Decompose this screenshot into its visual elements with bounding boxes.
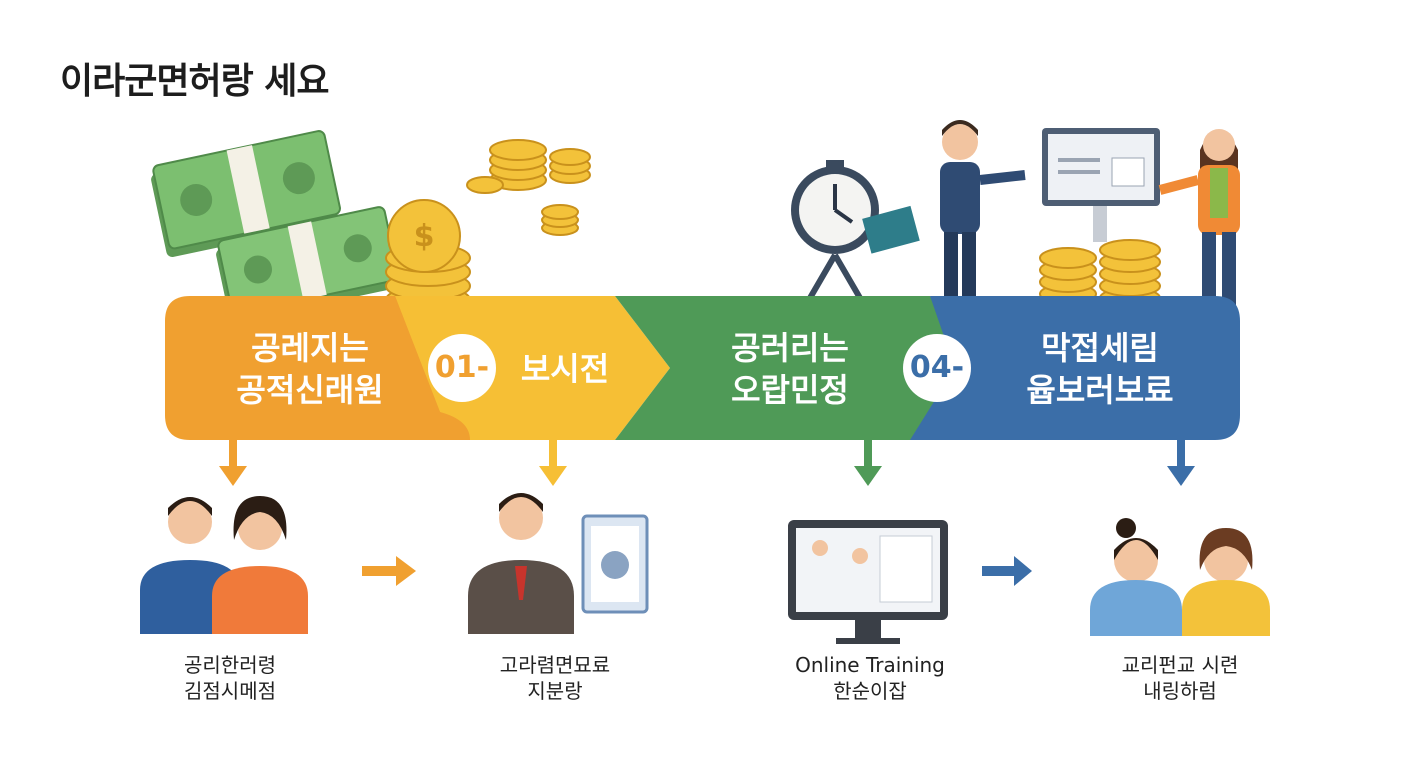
two-women-icon	[1090, 518, 1270, 636]
presenter-woman-icon	[1158, 129, 1240, 312]
stage-3-line1: 공러리는	[731, 329, 849, 367]
badge-04-label: 04-	[909, 350, 965, 385]
presenter-man-icon	[940, 120, 1026, 312]
stopwatch-icon	[791, 160, 920, 300]
outcome-2-line1: 고라렴면묘료	[499, 653, 611, 677]
stage-2-label: 보시전	[520, 350, 610, 388]
outcome-1-line2: 김점시메점	[184, 679, 276, 703]
outcome-3-line1: Online Training	[795, 653, 945, 677]
presentation-board-icon	[1042, 128, 1160, 242]
outcome-3-caption: Online Training 한순이잡	[760, 652, 980, 704]
coin-stack-icon	[1039, 239, 1161, 309]
presenter-clipboard-icon	[468, 493, 649, 634]
monitor-video-icon	[788, 520, 948, 644]
stage-3-line2: 오랍민정	[731, 371, 849, 409]
outcome-1-caption: 공리한러령 김점시메점	[130, 652, 330, 704]
stage-4-line2: 윱보러보료	[1026, 371, 1174, 409]
stage-3-segment	[615, 296, 975, 440]
stage-1-label: 공레지는 공적신래원	[195, 327, 425, 411]
outcome-2-caption: 고라렴면묘료 지분랑	[455, 652, 655, 704]
outcome-2-line2: 지분랑	[527, 679, 583, 703]
outcome-4-line2: 내링하럼	[1143, 679, 1217, 703]
money-stack-icon	[151, 130, 400, 323]
outcome-3-line2: 한순이잡	[833, 679, 907, 703]
right-arrow-icon	[362, 556, 1032, 586]
team-people-icon	[140, 496, 308, 634]
page-title: 이라군면허랑 세요	[60, 61, 329, 102]
outcome-1-line1: 공리한러령	[184, 653, 276, 677]
stage-2-segment	[395, 296, 670, 440]
stage-1-line1: 공레지는	[251, 329, 369, 367]
stage-1-line2: 공적신래원	[236, 371, 384, 409]
outcome-4-caption: 교리펀교 시련 내링하럼	[1080, 652, 1280, 704]
outcome-4-line1: 교리펀교 시련	[1121, 653, 1239, 677]
coin-stack-icon: $	[385, 139, 591, 315]
stage-4-line1: 막접세림	[1041, 329, 1159, 367]
process-band	[165, 296, 1240, 440]
down-arrow-icon	[219, 440, 1195, 486]
svg-text:$: $	[414, 219, 435, 254]
badge-01-label: 01-	[434, 350, 490, 385]
badge-01	[428, 334, 496, 402]
stage-3-label: 공러리는 오랍민정	[680, 327, 900, 411]
stage-4-label: 막접세림 윱보러보료	[985, 327, 1215, 411]
badge-04	[903, 334, 971, 402]
stage-4-segment	[910, 296, 1240, 440]
